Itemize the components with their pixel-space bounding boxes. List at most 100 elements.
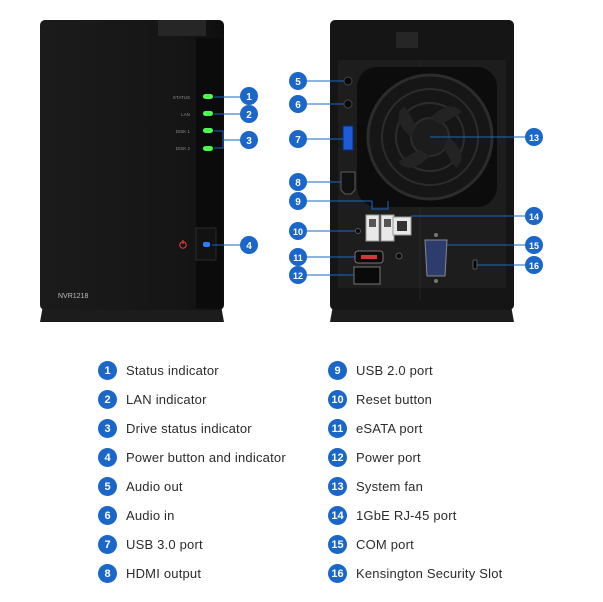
svg-text:5: 5 xyxy=(295,77,301,88)
rear-top-tab xyxy=(396,32,418,48)
com-screw-bottom xyxy=(434,279,438,283)
esata-port-core xyxy=(361,255,377,259)
legend-item: 11 eSATA port xyxy=(328,414,588,443)
front-top-tab xyxy=(158,20,206,36)
legend-label: Power port xyxy=(356,450,421,465)
legend-item: 6 Audio in xyxy=(98,501,358,530)
svg-text:12: 12 xyxy=(293,271,303,281)
legend-number: 6 xyxy=(98,506,117,525)
legend-number: 10 xyxy=(328,390,347,409)
legend-label: Audio in xyxy=(126,508,175,523)
legend-number: 11 xyxy=(328,419,347,438)
hdmi-port xyxy=(340,171,356,195)
legend-label: System fan xyxy=(356,479,424,494)
svg-text:15: 15 xyxy=(529,241,539,251)
legend-right: 9 USB 2.0 port 10 Reset button 11 eSATA por… xyxy=(328,356,588,588)
legend-number: 12 xyxy=(328,448,347,467)
usb2-port-2-tongue xyxy=(384,219,391,227)
usb2-port-1 xyxy=(365,214,380,242)
audio-in-jack xyxy=(343,99,353,109)
svg-text:3: 3 xyxy=(246,136,252,147)
lan-led xyxy=(203,111,213,116)
status-led xyxy=(203,94,213,99)
callout-7: 7 xyxy=(289,130,307,148)
front-label-disk1: DISK 1 xyxy=(176,129,191,134)
legend-label: USB 2.0 port xyxy=(356,363,433,378)
svg-text:4: 4 xyxy=(246,241,252,252)
callout-3: 3 xyxy=(240,131,258,149)
legend-number: 1 xyxy=(98,361,117,380)
callout-14: 14 xyxy=(525,207,543,225)
callout-8: 8 xyxy=(289,173,307,191)
legend-item: 12 Power port xyxy=(328,443,588,472)
rj45-jack xyxy=(397,221,407,231)
svg-text:8: 8 xyxy=(295,178,301,189)
legend-number: 13 xyxy=(328,477,347,496)
svg-text:11: 11 xyxy=(293,253,303,263)
legend-number: 3 xyxy=(98,419,117,438)
legend-number: 2 xyxy=(98,390,117,409)
legend-item: 5 Audio out xyxy=(98,472,358,501)
callout-1: 1 xyxy=(240,87,258,105)
device-diagram: STATUS LAN DISK 1 DISK 2 NVR1218 xyxy=(40,20,543,322)
callout-5: 5 xyxy=(289,72,307,90)
front-label-disk2: DISK 2 xyxy=(176,146,191,151)
svg-text:10: 10 xyxy=(293,227,303,237)
front-side-panel xyxy=(196,38,222,308)
reset-button xyxy=(355,228,361,234)
svg-text:14: 14 xyxy=(529,212,539,222)
power-port-screw xyxy=(395,252,403,260)
disk1-led xyxy=(203,128,213,133)
fan-blade-4 xyxy=(398,106,416,137)
legend-item: 3 Drive status indicator xyxy=(98,414,358,443)
callout-15: 15 xyxy=(525,236,543,254)
front-label-lan: LAN xyxy=(181,112,190,117)
fan-blade-3 xyxy=(398,150,430,168)
legend-number: 16 xyxy=(328,564,347,583)
legend-label: 1GbE RJ-45 port xyxy=(356,508,457,523)
callout-lines xyxy=(212,80,525,276)
legend-number: 9 xyxy=(328,361,347,380)
legend-number: 14 xyxy=(328,506,347,525)
callout-badges: 1 2 3 4 5 6 7 8 9 10 11 12 13 14 15 16 xyxy=(240,72,543,284)
usb2-port-2 xyxy=(380,214,395,242)
usb3-port xyxy=(342,125,354,151)
legend-label: Status indicator xyxy=(126,363,219,378)
callout-13: 13 xyxy=(525,128,543,146)
callout-2: 2 xyxy=(240,105,258,123)
legend-number: 7 xyxy=(98,535,117,554)
legend-label: Audio out xyxy=(126,479,183,494)
callout-16: 16 xyxy=(525,256,543,274)
legend-label: COM port xyxy=(356,537,414,552)
callout-11: 11 xyxy=(289,248,307,266)
legend-label: USB 3.0 port xyxy=(126,537,203,552)
legend-item: 1 Status indicator xyxy=(98,356,358,385)
svg-text:16: 16 xyxy=(529,261,539,271)
svg-text:7: 7 xyxy=(295,135,301,146)
legend-item: 9 USB 2.0 port xyxy=(328,356,588,385)
legend-label: Drive status indicator xyxy=(126,421,252,436)
legend-label: Power button and indicator xyxy=(126,450,286,465)
front-unit: STATUS LAN DISK 1 DISK 2 NVR1218 xyxy=(40,20,224,322)
fan-blade-2 xyxy=(444,137,462,168)
callout-9: 9 xyxy=(289,192,307,210)
callout-12: 12 xyxy=(289,266,307,284)
legend-label: eSATA port xyxy=(356,421,423,436)
disk2-led xyxy=(203,146,213,151)
legend-label: Reset button xyxy=(356,392,433,407)
callout-4: 4 xyxy=(240,236,258,254)
svg-text:1: 1 xyxy=(246,92,252,103)
usb2-port-1-tongue xyxy=(369,219,376,227)
com-screw-top xyxy=(434,233,438,237)
legend-item: 7 USB 3.0 port xyxy=(98,530,358,559)
power-port xyxy=(353,266,381,285)
front-label-status: STATUS xyxy=(173,95,190,100)
callout-10: 10 xyxy=(289,222,307,240)
legend-number: 5 xyxy=(98,477,117,496)
audio-out-jack xyxy=(343,76,353,86)
